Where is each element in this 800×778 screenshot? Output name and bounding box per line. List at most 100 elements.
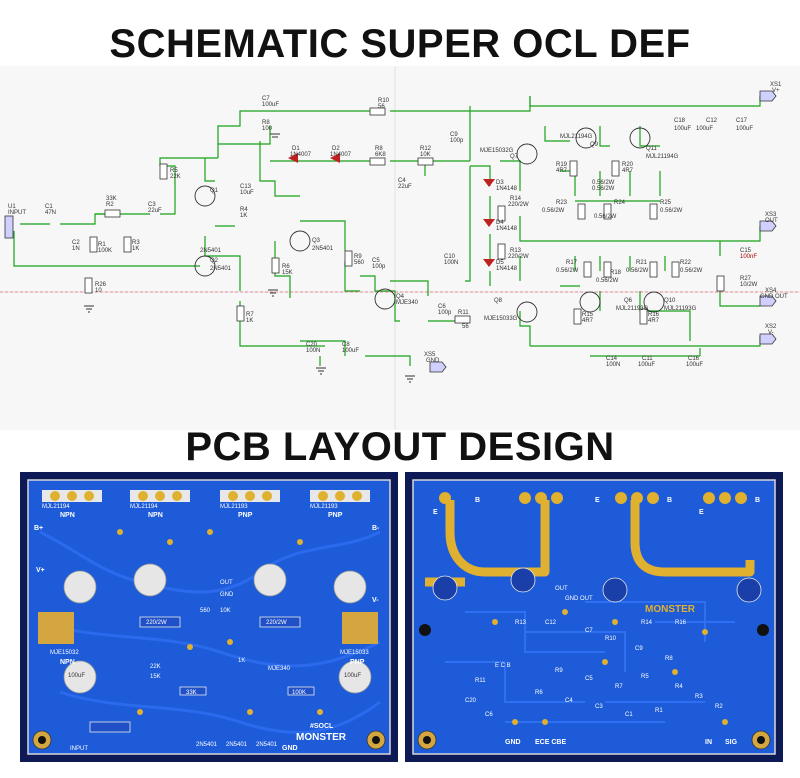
svg-text:R5: R5 [641,674,649,680]
svg-text:100uF: 100uF [686,362,703,368]
svg-text:1K: 1K [238,658,245,664]
svg-text:4R7: 4R7 [556,168,568,174]
svg-text:10K: 10K [220,608,231,614]
svg-text:R15: R15 [582,312,594,318]
svg-text:C7: C7 [585,628,593,634]
pcb-component-side: NPN NPN PNP PNP MJL21194 MJL21194 MJL211… [20,472,398,762]
svg-text:15K: 15K [282,270,293,276]
svg-text:OUT: OUT [555,586,568,592]
svg-text:Q3: Q3 [312,238,321,244]
svg-text:V+: V+ [36,567,45,574]
svg-text:1N: 1N [72,246,80,252]
svg-text:C13: C13 [240,184,252,190]
svg-text:D5: D5 [496,260,504,266]
svg-text:XS3: XS3 [765,212,777,218]
svg-text:E: E [433,509,438,516]
svg-text:2N5401: 2N5401 [200,248,222,254]
svg-text:100nF: 100nF [740,254,757,260]
svg-text:C20: C20 [465,698,477,704]
top-pads [439,492,747,504]
svg-text:R9: R9 [555,668,563,674]
svg-text:C1: C1 [625,712,633,718]
svg-text:D4: D4 [496,220,504,226]
svg-text:C2: C2 [72,240,80,246]
svg-text:22K: 22K [170,174,181,180]
svg-text:22uF: 22uF [148,208,162,214]
svg-text:1N4007: 1N4007 [330,152,352,158]
svg-text:R18: R18 [610,270,622,276]
svg-text:R8: R8 [375,146,383,152]
svg-text:R10: R10 [605,636,617,642]
svg-text:C16: C16 [688,356,700,362]
pcb-left-svg: NPN NPN PNP PNP MJL21194 MJL21194 MJL211… [27,479,391,755]
svg-text:XS5: XS5 [424,352,436,358]
svg-text:XS1: XS1 [770,82,782,88]
svg-text:560: 560 [354,260,365,266]
svg-text:#SOCL: #SOCL [310,723,334,730]
svg-text:4R7: 4R7 [648,318,660,324]
svg-text:0.56/2W: 0.56/2W [592,186,615,192]
svg-text:100uF: 100uF [696,126,713,132]
svg-text:R1: R1 [655,708,663,714]
svg-text:100K: 100K [292,690,306,696]
svg-text:C3: C3 [595,704,603,710]
svg-text:C3: C3 [148,202,156,208]
svg-text:Q7: Q7 [510,154,519,160]
svg-text:R6: R6 [535,690,543,696]
resistors [84,107,725,325]
svg-text:E: E [595,497,600,504]
svg-text:C10: C10 [444,254,456,260]
svg-text:R6: R6 [282,264,290,270]
svg-text:GND OUT: GND OUT [760,294,788,300]
svg-text:Q4: Q4 [396,294,405,300]
svg-text:XS4: XS4 [765,288,777,294]
svg-text:33K: 33K [186,690,197,696]
svg-text:SIG: SIG [725,739,738,746]
pcb-title: PCB LAYOUT DESIGN [185,425,615,469]
svg-text:6K8: 6K8 [375,152,386,158]
svg-text:INPUT: INPUT [70,746,88,752]
svg-text:C20: C20 [306,342,318,348]
svg-text:C9: C9 [450,132,458,138]
svg-text:U1: U1 [8,204,16,210]
svg-text:10: 10 [95,288,102,294]
svg-text:220/2W: 220/2W [146,620,167,626]
output-transistors-top [42,490,370,502]
svg-text:R1: R1 [98,242,106,248]
transistors [194,127,665,323]
svg-text:R12: R12 [420,146,432,152]
svg-text:0.56/2W: 0.56/2W [596,278,619,284]
svg-text:NPN: NPN [60,512,75,519]
svg-text:22uF: 22uF [398,184,412,190]
pcb-copper-side: E B E B E B MONSTER OUT GND OUT E C B GN… [405,472,783,762]
svg-text:E: E [699,509,704,516]
svg-text:2N5401: 2N5401 [256,742,278,748]
heatsink-pad-right [342,612,378,644]
svg-text:0.56/2W: 0.56/2W [556,268,579,274]
svg-text:V+: V+ [772,88,780,94]
svg-text:R14: R14 [510,196,522,202]
svg-text:100p: 100p [372,264,386,270]
svg-text:B: B [667,497,672,504]
svg-text:R21: R21 [636,260,648,266]
svg-text:R5: R5 [170,168,178,174]
svg-text:NPN: NPN [148,512,163,519]
svg-text:MJL21193: MJL21193 [220,504,248,510]
svg-text:MJL21193: MJL21193 [310,504,338,510]
svg-text:MONSTER: MONSTER [645,604,696,615]
wires [13,96,761,366]
svg-text:220/2W: 220/2W [508,202,529,208]
svg-text:XS2: XS2 [765,324,777,330]
svg-text:Q8: Q8 [494,298,503,304]
svg-text:C5: C5 [372,258,380,264]
svg-text:OUT: OUT [220,580,233,586]
svg-text:100N: 100N [606,362,620,368]
svg-text:C17: C17 [736,118,748,124]
svg-text:GND: GND [220,592,234,598]
svg-text:10K: 10K [420,152,431,158]
svg-text:56: 56 [462,324,469,330]
svg-text:2N5401: 2N5401 [226,742,248,748]
svg-text:100uF: 100uF [638,362,655,368]
svg-text:C1: C1 [45,204,53,210]
svg-text:R16: R16 [648,312,660,318]
